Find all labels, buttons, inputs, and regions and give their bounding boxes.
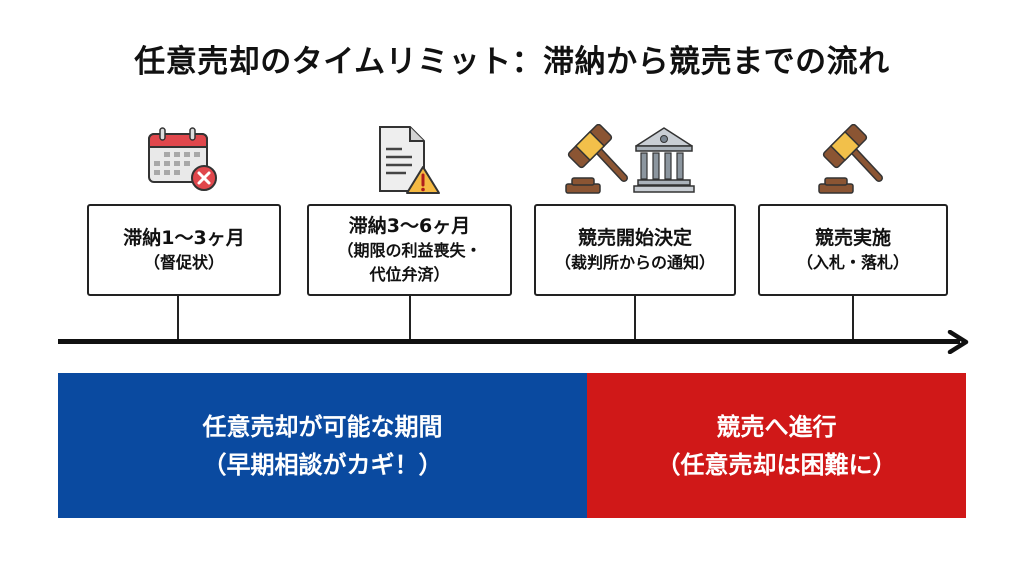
- step-box-1: 滞納1〜3ヶ月 （督促状）: [87, 204, 281, 296]
- step-box-3: 競売開始決定 （裁判所からの通知）: [534, 204, 736, 296]
- diagram-title: 任意売却のタイムリミット：滞納から競売までの流れ: [134, 44, 890, 80]
- courthouse-icon: [633, 127, 695, 193]
- period-sublabel: （早期相談がカギ！）: [202, 450, 443, 479]
- step-box-2: 滞納3〜6ヶ月 （期限の利益喪失・ 代位弁済）: [307, 204, 512, 296]
- step-detail: （入札・落札）: [796, 253, 909, 272]
- connector-4: [852, 296, 854, 341]
- step-title: 競売開始決定: [577, 227, 692, 249]
- step-detail: （裁判所からの通知）: [554, 253, 715, 272]
- period-sublabel: （任意売却は困難に）: [656, 450, 897, 479]
- gavel-icon: [818, 124, 883, 194]
- connector-2: [409, 296, 411, 341]
- arrow-right-icon: [947, 330, 969, 354]
- step-box-4: 競売実施 （入札・落札）: [758, 204, 948, 296]
- step-detail: （督促状）: [143, 253, 224, 272]
- period-bar-voluntary-sale: 任意売却が可能な期間 （早期相談がカギ！）: [58, 373, 587, 518]
- step-detail-cont: 代位弁済）: [369, 265, 450, 284]
- timeline-axis: [58, 339, 960, 344]
- document-warning-icon: [379, 126, 440, 194]
- period-bar-auction: 競売へ進行 （任意売却は困難に）: [587, 373, 966, 518]
- gavel-courthouse-icon: [565, 124, 695, 194]
- calendar-cancel-icon: [148, 127, 217, 191]
- connector-1: [177, 296, 179, 341]
- step-title: 滞納1〜3ヶ月: [123, 227, 245, 249]
- connector-3: [634, 296, 636, 341]
- period-label: 任意売却が可能な期間: [202, 412, 443, 441]
- step-detail: （期限の利益喪失・: [337, 241, 482, 260]
- step-title: 滞納3〜6ヶ月: [348, 215, 471, 237]
- gavel-icon: [565, 124, 628, 194]
- step-title: 競売実施: [814, 227, 891, 249]
- period-label: 競売へ進行: [716, 412, 837, 441]
